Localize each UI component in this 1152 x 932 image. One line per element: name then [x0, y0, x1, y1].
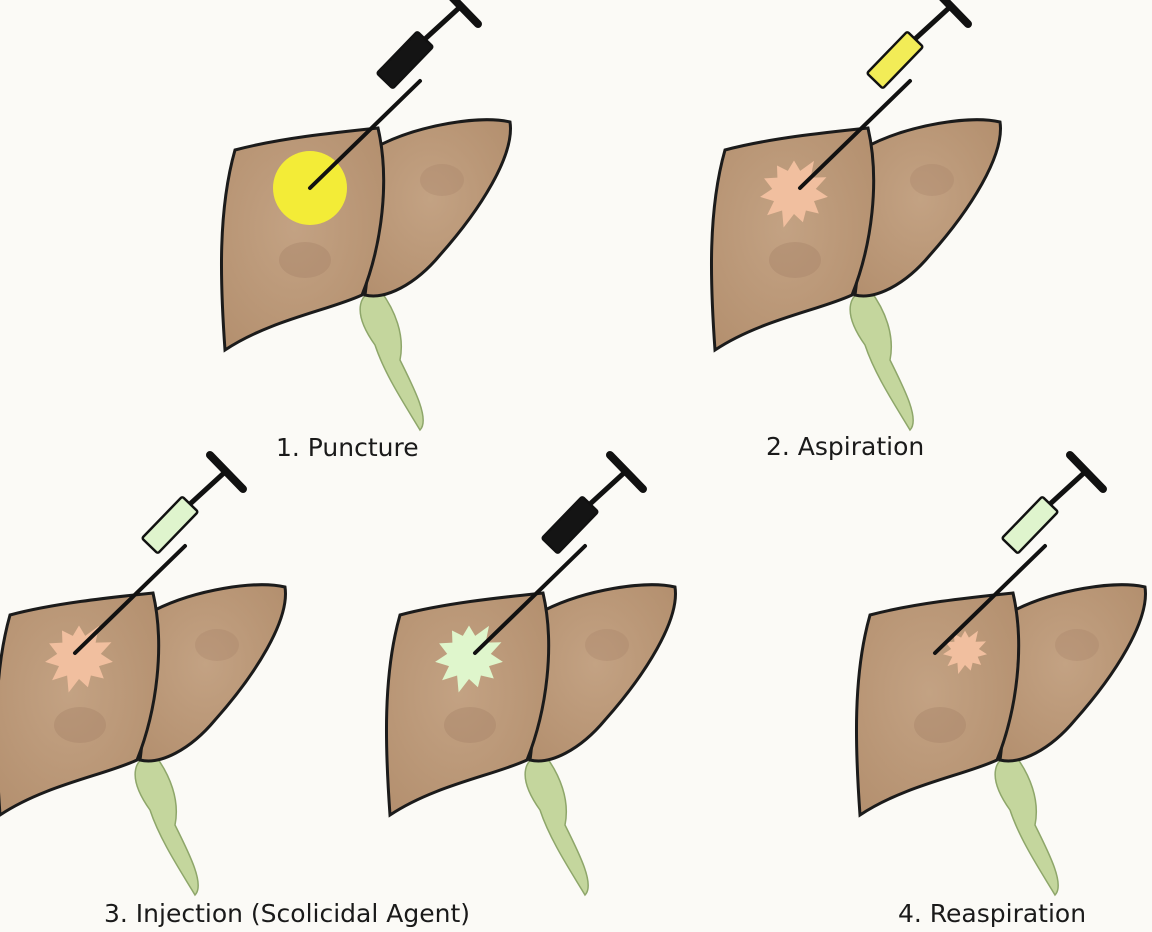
liver-texture: [54, 707, 106, 743]
plunger-handle: [1066, 451, 1107, 493]
cyst-collapsed: [943, 630, 987, 674]
liver-left-lobe: [384, 591, 551, 818]
liver-texture: [1055, 629, 1099, 661]
needle: [473, 544, 587, 655]
syringe-barrel: [1001, 496, 1059, 554]
plunger-rod: [1048, 470, 1087, 506]
plunger-rod: [188, 470, 227, 506]
plunger-handle: [449, 0, 482, 28]
plunger-rod: [588, 470, 627, 506]
plunger-handle: [606, 451, 647, 493]
syringe: [933, 451, 1107, 655]
liver-texture: [420, 164, 464, 196]
liver-right-lobe: [853, 118, 1002, 298]
syringe: [73, 451, 247, 655]
liver-texture: [585, 629, 629, 661]
needle: [73, 544, 187, 655]
syringe-barrel: [866, 31, 924, 89]
liver-right-lobe: [528, 583, 677, 763]
vessel: [134, 754, 199, 897]
syringe-barrel: [541, 496, 599, 554]
caption-puncture: 1. Puncture: [276, 433, 419, 462]
vessel: [849, 289, 914, 432]
liver-texture: [444, 707, 496, 743]
panel-step-4: [854, 451, 1147, 897]
caption-aspiration: 2. Aspiration: [766, 432, 925, 461]
syringe-barrel: [376, 31, 434, 89]
caption-injection: 3. Injection (Scolicidal Agent): [104, 899, 471, 928]
needle: [308, 79, 422, 190]
liver-texture: [279, 242, 331, 278]
liver-right-lobe: [363, 118, 512, 298]
panel-step-2: [709, 0, 1002, 432]
liver-texture: [914, 707, 966, 743]
cyst-collapsed: [45, 625, 113, 693]
syringe: [308, 0, 482, 190]
liver-right-lobe: [998, 583, 1147, 763]
vessel: [994, 754, 1059, 897]
liver-left-lobe: [709, 126, 876, 353]
panel-step-3: [384, 451, 677, 897]
liver-texture: [769, 242, 821, 278]
syringe-barrel: [141, 496, 199, 554]
cyst-collapsed: [760, 160, 828, 228]
plunger-rod: [913, 5, 952, 41]
liver-left-lobe: [0, 591, 161, 817]
caption-reaspiration: 4. Reaspiration: [898, 899, 1087, 928]
cyst-collapsed: [435, 625, 503, 693]
syringe: [473, 451, 647, 655]
vessel: [524, 754, 589, 897]
panel-step-3: [0, 451, 287, 897]
liver-left-lobe: [854, 591, 1021, 818]
liver-right-lobe: [138, 583, 287, 763]
panel-step-1: [219, 0, 512, 432]
liver-texture: [195, 629, 239, 661]
vessel: [359, 289, 424, 432]
liver-texture: [910, 164, 954, 196]
syringe: [798, 0, 972, 190]
plunger-handle: [206, 451, 247, 493]
needle: [798, 79, 912, 190]
needle: [933, 544, 1047, 655]
plunger-handle: [939, 0, 972, 28]
plunger-rod: [423, 5, 462, 41]
